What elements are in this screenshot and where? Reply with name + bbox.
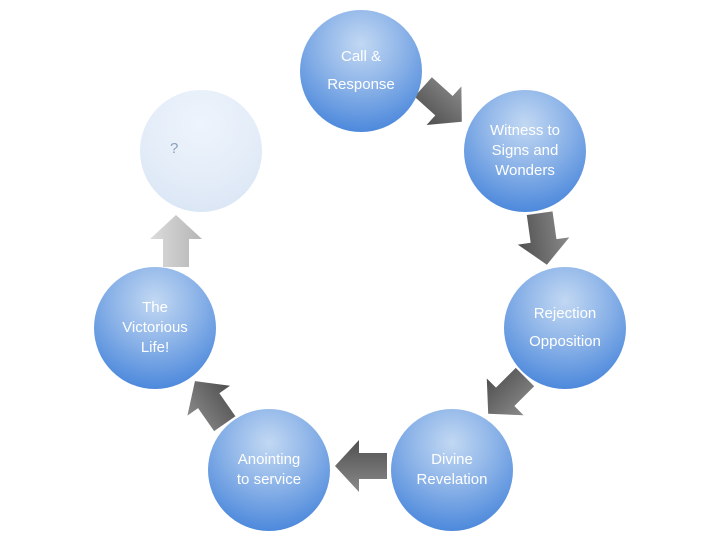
node-witness-line-2: Signs and	[491, 142, 559, 159]
node-divine-revelation: Divine Revelation	[391, 409, 513, 531]
node-anointing-line-1: Anointing	[237, 451, 301, 468]
node-witness-line-1: Witness to	[489, 122, 561, 139]
node-anointing-line-2: to service	[236, 471, 302, 488]
node-faded-label: ?	[170, 140, 179, 157]
node-rejection-line-1: Rejection	[533, 305, 597, 322]
node-divine-line-1: Divine	[431, 451, 473, 468]
arrow-victorious-to-faded	[150, 215, 202, 267]
node-rejection: Rejection Opposition	[504, 267, 626, 389]
node-witness-line-3: Wonders	[495, 162, 555, 179]
node-call-response: Call & Response	[300, 10, 422, 132]
node-victorious-line-2: Victorious	[122, 319, 188, 336]
node-anointing: Anointing to service	[208, 409, 330, 531]
node-victorious-line-1: The	[142, 299, 168, 316]
arrow-divine-to-anointing	[335, 440, 387, 492]
arrow-witness-to-rejection	[513, 209, 573, 269]
node-victorious-line-3: Life!	[140, 339, 170, 356]
node-witness: Witness to Signs and Wonders	[464, 90, 586, 212]
node-call-line-2: Response	[327, 76, 395, 93]
node-call-line-1: Call &	[340, 48, 381, 65]
node-divine-line-2: Revelation	[416, 471, 488, 488]
node-victorious-life: The Victorious Life!	[94, 267, 216, 389]
node-rejection-line-2: Opposition	[529, 333, 601, 350]
node-unknown-faded: ?	[140, 90, 262, 212]
